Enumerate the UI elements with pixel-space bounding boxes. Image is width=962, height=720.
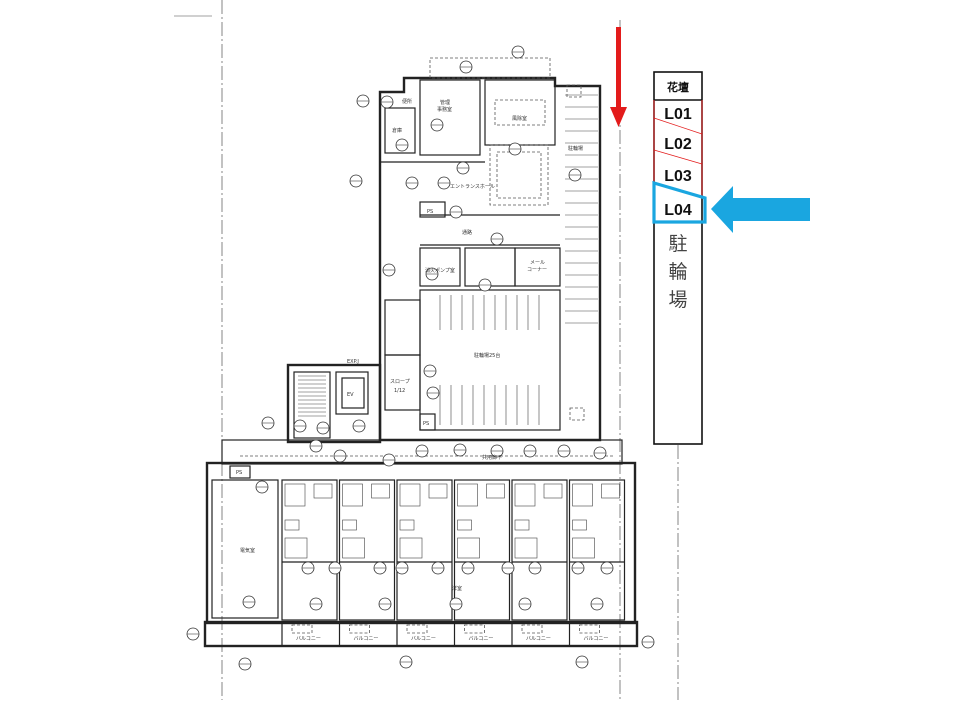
label-storage: 倉庫 (392, 127, 402, 134)
label-slope-ratio: 1/12 (394, 388, 405, 394)
unit-closet (457, 537, 480, 559)
unit-outline (338, 479, 396, 621)
label-mail-corner-2: コーナー (527, 267, 547, 273)
unit-kitchen (572, 519, 587, 531)
unit-kitchen (457, 519, 472, 531)
unit-bath (399, 483, 421, 507)
label-management: 管理 (440, 99, 450, 106)
label-management-2: 事務室 (437, 106, 452, 113)
l04-highlight-box (652, 180, 707, 224)
label-pump-room: 消火ポンプ室 (425, 267, 455, 274)
unit-kitchen (284, 519, 300, 531)
label-entrance-hall: エントランスホール (450, 184, 495, 190)
unit-ac (464, 624, 485, 634)
label-balcony: バルコニー (354, 636, 379, 642)
unit-kitchen (342, 519, 357, 531)
legend-row-l04[interactable]: L04 (664, 202, 692, 219)
unit-bath (572, 483, 593, 507)
bike-parking-char-3: 場 (668, 289, 687, 311)
unit-closet (514, 537, 538, 559)
unit-toilet (486, 483, 505, 499)
unit-outline (453, 479, 511, 621)
unit-ac (406, 624, 428, 634)
label-ps: PS (427, 209, 433, 215)
label-toilet: 便所 (402, 98, 412, 105)
label-expj: EXP.J (347, 359, 359, 365)
unit-outline (511, 479, 568, 621)
upper-block (378, 57, 602, 442)
label-mail-corner: メール (530, 260, 545, 266)
unit-toilet (543, 483, 563, 499)
unit-bath (514, 483, 536, 507)
label-bike-room: 駐輪場25台 (474, 352, 500, 359)
label-western-room: 洋室 (452, 585, 462, 592)
unit-toilet (601, 483, 620, 499)
label-ps-3: PS (236, 470, 242, 476)
label-balcony: バルコニー (411, 636, 436, 642)
unit-toilet (371, 483, 390, 499)
label-corridor: 共用廊下 (482, 454, 502, 461)
unit-outline (568, 479, 626, 621)
parking-legend: 花壇 L01 L02 L03 L04 駐 輪 場 (652, 71, 707, 445)
unit-kitchen (399, 519, 415, 531)
unit-closet (342, 537, 365, 559)
legend-row-l02[interactable]: L02 (664, 136, 692, 153)
unit-closet (399, 537, 423, 559)
unit-ac (579, 624, 600, 634)
lower-block (203, 461, 639, 648)
label-balcony: バルコニー (296, 636, 321, 642)
legend-header-flowerbed: 花壇 (667, 80, 689, 94)
unit-ac (291, 624, 313, 634)
blue-left-arrow-icon (711, 186, 810, 233)
unit-outline (396, 479, 453, 621)
unit-bath (342, 483, 363, 507)
unit-kitchen (514, 519, 530, 531)
bike-parking-char-2: 輪 (668, 261, 687, 283)
unit-closet (572, 537, 595, 559)
label-corridor-upper: 通路 (462, 229, 472, 236)
legend-row-l03[interactable]: L03 (664, 168, 692, 185)
legend-row-l01[interactable]: L01 (664, 106, 692, 123)
stair-elevator-block (286, 363, 382, 444)
label-ev: EV (347, 392, 354, 398)
label-windbreak: 風除室 (512, 115, 527, 122)
unit-ac (521, 624, 543, 634)
label-ps-2: PS (423, 421, 429, 427)
label-slope: スロープ (390, 379, 410, 385)
label-balcony: バルコニー (584, 636, 609, 642)
unit-outline (281, 479, 338, 621)
bike-parking-char-1: 駐 (668, 233, 687, 255)
label-electric-room: 電気室 (240, 547, 255, 554)
label-bike-small: 駐輪場 (568, 145, 583, 152)
unit-bath (457, 483, 478, 507)
unit-ac (349, 624, 370, 634)
label-balcony: バルコニー (469, 636, 494, 642)
unit-toilet (313, 483, 333, 499)
red-down-arrow-icon (610, 27, 627, 127)
unit-bath (284, 483, 306, 507)
unit-closet (284, 537, 308, 559)
label-balcony: バルコニー (526, 636, 551, 642)
unit-toilet (428, 483, 448, 499)
